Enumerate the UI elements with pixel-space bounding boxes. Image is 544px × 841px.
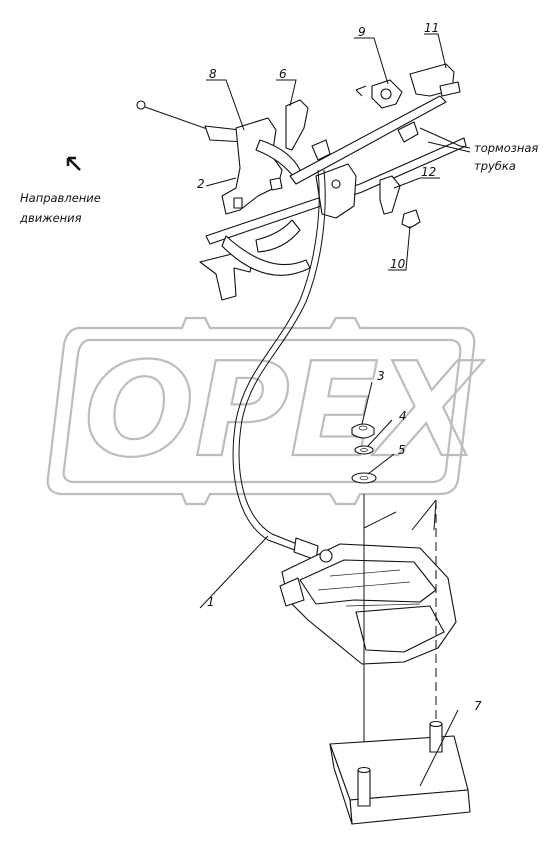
callout-labels: 1 2 3 4 5 6 7 8 9 10 11 12 (197, 21, 482, 713)
washer-5 (351, 472, 377, 484)
clip-9-hole (380, 88, 392, 100)
stud-right-top (429, 720, 443, 728)
nut-3 (351, 423, 375, 439)
callout-1: 1 (207, 595, 215, 609)
lower-guide-bracket (199, 219, 311, 301)
stud-right (429, 723, 443, 753)
callout-7: 7 (474, 699, 482, 713)
bracket-clip (269, 177, 283, 191)
washer-4-hole (360, 448, 368, 452)
leader-1 (199, 535, 269, 609)
leader-9 (354, 37, 389, 85)
plate-top-face (329, 735, 469, 801)
callout-5: 5 (398, 443, 406, 457)
watermark-gear-outline (46, 316, 476, 506)
callout-10: 10 (390, 257, 406, 271)
callout-12: 12 (421, 165, 436, 179)
callout-9: 9 (358, 25, 366, 39)
callout-8: 8 (209, 67, 217, 81)
plate-side-face (329, 743, 353, 825)
lower-rod (205, 137, 467, 245)
frame-rod (205, 95, 471, 245)
assembly-lines (363, 494, 437, 766)
callout-4: 4 (399, 409, 407, 423)
lever-12 (379, 175, 401, 215)
leader-10 (388, 225, 411, 271)
direction-arrow-icon (66, 156, 81, 171)
leader-3 (361, 381, 373, 425)
leader-6 (276, 79, 297, 107)
brake-tube-note: тормозная трубка (474, 141, 538, 173)
cable-sheath-left (232, 169, 320, 553)
callout-2: 2 (197, 177, 205, 191)
upper-rod (289, 95, 447, 185)
brake-tube-end (397, 121, 419, 143)
leader-2 (205, 177, 237, 187)
actuator-unit (279, 543, 457, 665)
leader-brake-tube (427, 141, 471, 153)
callout-6: 6 (279, 67, 287, 81)
bracket-6 (285, 99, 309, 151)
stud-left-top (357, 766, 371, 774)
rotation-arrow-icon (355, 85, 367, 97)
leader-4 (367, 419, 393, 447)
brake-tube-line (419, 127, 471, 149)
callout-leaders (199, 33, 471, 787)
bracket-11-tab (439, 81, 461, 97)
main-cable (232, 169, 326, 561)
brake-tube-note-line1: тормозная (474, 141, 538, 155)
mount-plate (315, 163, 357, 219)
watermark-inner-band (62, 338, 462, 484)
nut-10 (401, 209, 421, 229)
bracket-bolt-hole (233, 197, 243, 209)
brake-tube-note-line2: трубка (474, 159, 516, 173)
cable-clamp (311, 139, 331, 161)
axis-guide-mid (363, 511, 397, 529)
leader-11 (424, 33, 447, 69)
leader-12 (393, 177, 440, 189)
leader-5 (367, 453, 395, 475)
cable-end-wire (144, 106, 211, 131)
direction-note-line1: Направление (20, 191, 101, 205)
washer-5-hole (359, 475, 369, 481)
bracket-assembly (221, 99, 309, 215)
direction-note: Направление движения (19, 156, 101, 225)
guide-channel (255, 219, 301, 253)
upper-clips (355, 63, 461, 109)
mounting-plate-7 (329, 720, 471, 825)
fasteners (351, 423, 377, 484)
leader-8 (206, 79, 245, 131)
stud-left (357, 769, 371, 807)
cable-end-eye (136, 100, 146, 110)
callout-11: 11 (424, 21, 439, 35)
actuator-mount-lug (279, 577, 305, 607)
watermark: OPEX (46, 316, 486, 506)
actuator-cable-entry (319, 549, 333, 563)
actuator-top-cover (299, 559, 437, 605)
direction-note-line2: движения (19, 211, 82, 225)
callout-3: 3 (377, 369, 385, 383)
washer-4 (354, 445, 374, 455)
leader-7 (419, 709, 459, 787)
mount-hole (331, 179, 341, 189)
watermark-text: OPEX (84, 334, 485, 486)
central-mount (311, 139, 421, 229)
axis-guide-top (411, 499, 437, 531)
cable-sheath-right (238, 169, 326, 547)
nut-3-hole (358, 425, 368, 431)
